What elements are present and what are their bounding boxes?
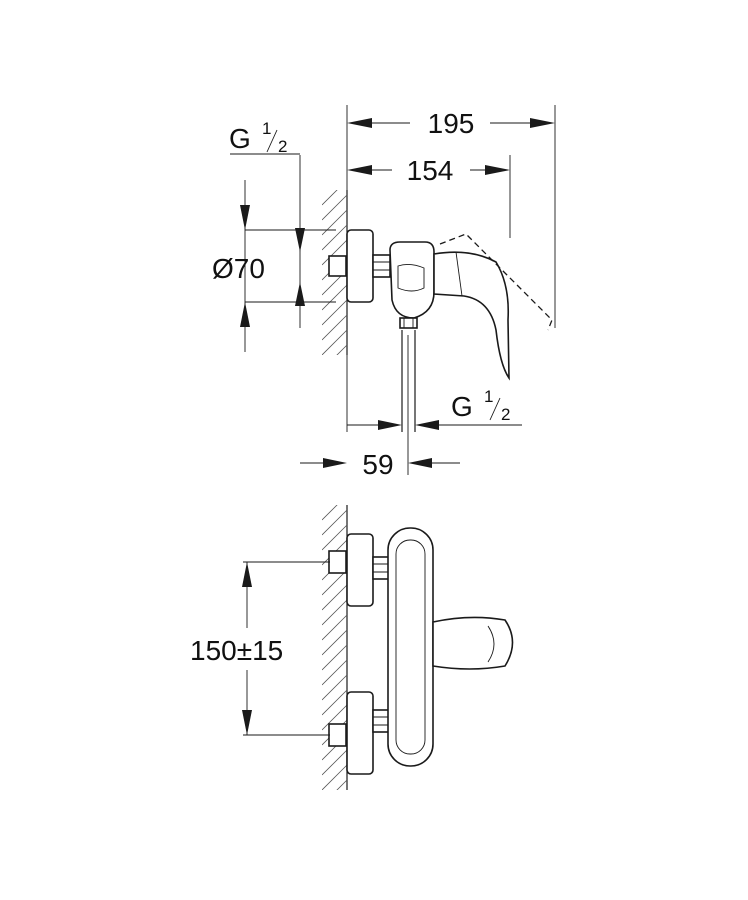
connection-nut	[372, 254, 391, 278]
inlet-thread-letter: G	[229, 123, 251, 154]
lower-escutcheon	[346, 691, 374, 775]
escutcheon-diameter-label: Ø70	[212, 253, 265, 284]
overall-length-label: 195	[428, 108, 475, 139]
outlet-thread-denominator: 2	[501, 405, 510, 424]
lever-front	[432, 616, 514, 670]
side-view: 195 154 G 1 2 Ø70	[212, 105, 556, 480]
upper-connection	[328, 533, 391, 607]
lever-handle	[433, 251, 510, 381]
outlet-thread-numerator: 1	[484, 387, 493, 406]
upper-inlet-nipple	[328, 550, 347, 574]
connection-centers-label: 150±15	[190, 635, 283, 666]
wall-hatch-front	[322, 505, 348, 790]
inlet-thread-label: G 1 2	[229, 119, 287, 156]
dimension-overall-length: 195	[347, 108, 555, 139]
handle-length-label: 154	[407, 155, 454, 186]
front-view: 150±15	[190, 505, 514, 790]
outlet-offset-label: 59	[362, 449, 393, 480]
dimension-connection-centers: 150±15	[190, 561, 330, 736]
mixer-body	[389, 241, 435, 319]
inlet-nipple	[328, 255, 347, 277]
inlet-thread-denominator: 2	[278, 137, 287, 156]
inlet-thread-numerator: 1	[262, 119, 271, 138]
upper-escutcheon	[346, 533, 374, 607]
outlet-thread-letter: G	[451, 391, 473, 422]
dimension-handle-length: 154	[347, 155, 510, 186]
dimension-escutcheon-diameter: Ø70	[212, 205, 305, 327]
mixer-front-body	[387, 527, 514, 767]
lower-inlet-nipple	[328, 723, 347, 747]
outlet-thread-label: G 1 2	[347, 387, 522, 430]
outlet-connector	[399, 317, 418, 329]
lever-open-position	[439, 233, 553, 331]
dimension-outlet-offset: 59	[300, 449, 460, 480]
mixer-side-profile	[328, 229, 553, 432]
lower-connection	[328, 691, 391, 775]
wall-escutcheon	[346, 229, 374, 303]
body-housing	[387, 527, 434, 767]
